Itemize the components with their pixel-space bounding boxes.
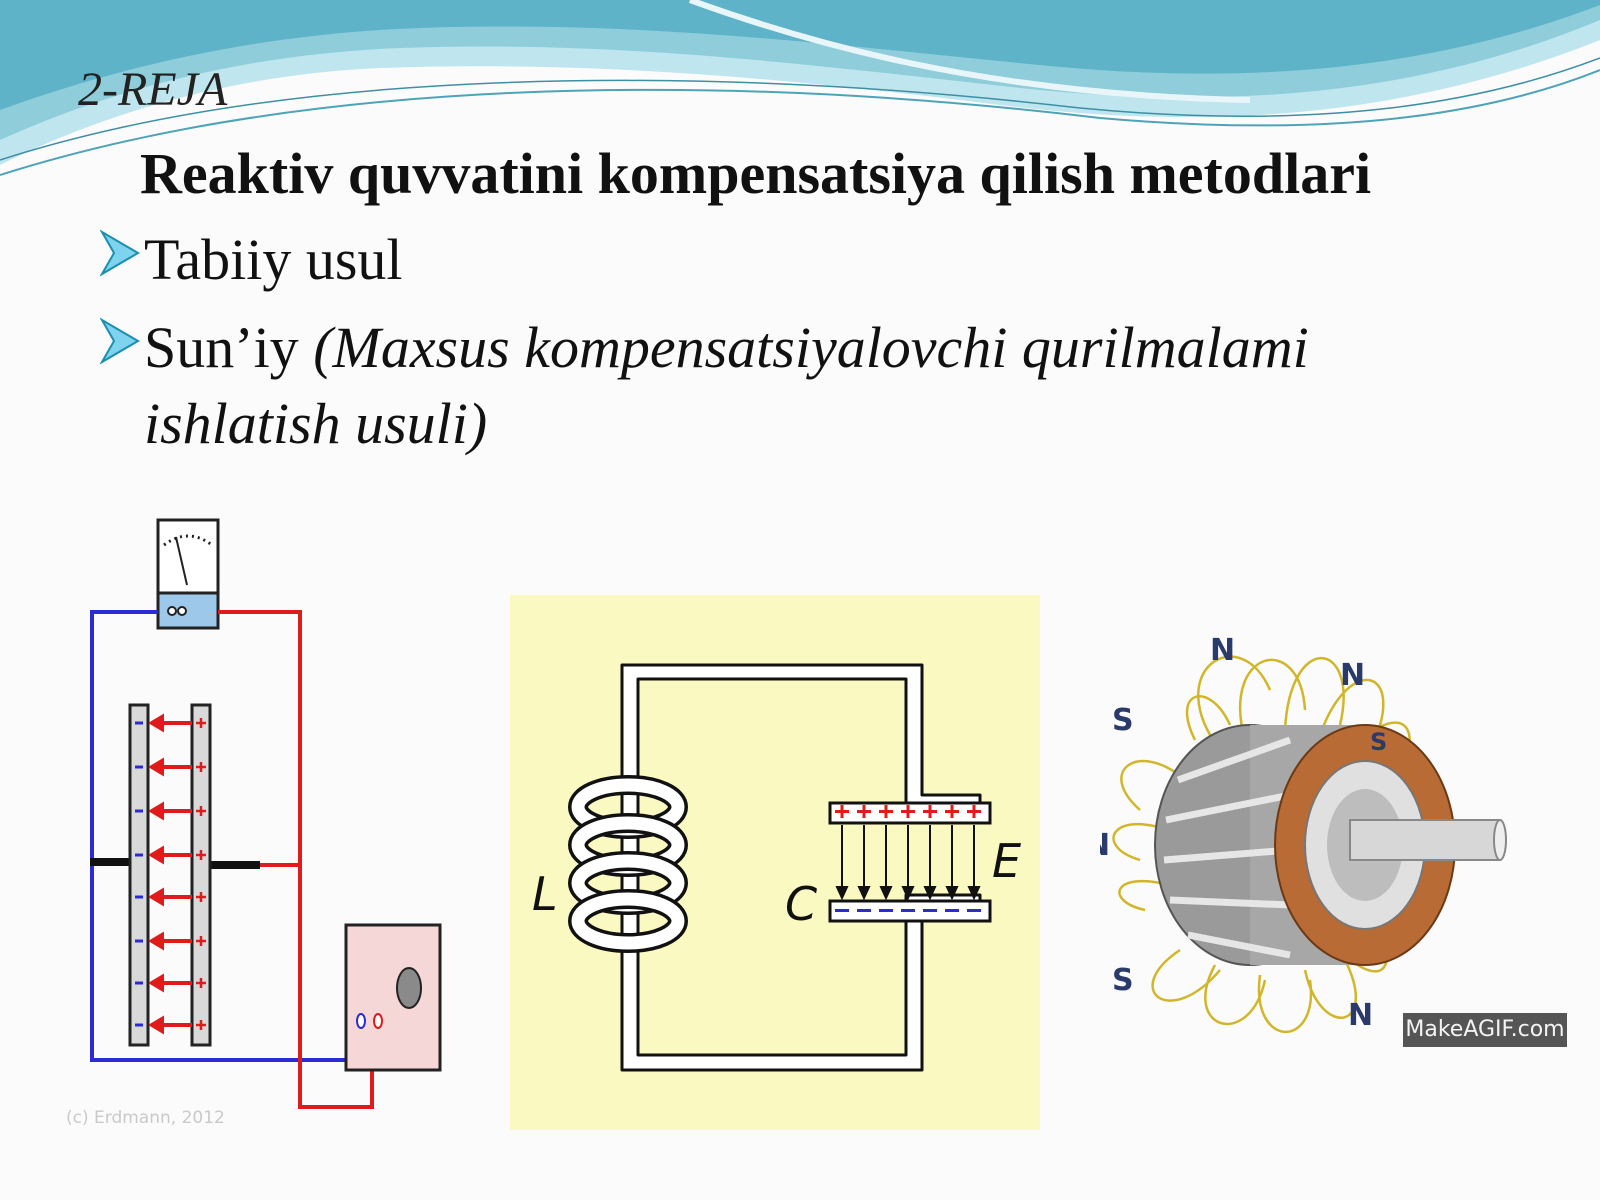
arrow-bullet-icon	[100, 229, 140, 277]
capacitor-label: C	[785, 877, 817, 931]
capacitor-plates	[828, 801, 992, 923]
bullet-text-plain: Sun’iy	[144, 315, 314, 380]
capacitor-circuit-figure	[90, 518, 442, 1109]
pole-label: N	[1348, 998, 1373, 1033]
bullet-text-italic: (Maxsus kompensatsiyalovchi qurilmalami	[313, 315, 1309, 380]
watermark-badge: MakeAGIF.com	[1403, 1013, 1567, 1047]
rotor-body	[1154, 724, 1507, 966]
slide-title: Reaktiv quvvatini kompensatsiya qilish m…	[140, 141, 1372, 206]
pole-label: S	[1112, 963, 1134, 998]
rotor-magnetic-field-figure: N N S S N S N	[1100, 633, 1507, 1034]
inductor-label: L	[532, 867, 558, 921]
bullet-text: Sun’iy (Maxsus kompensatsiyalovchi quril…	[144, 310, 1309, 462]
lc-circuit-figure: L C E	[510, 595, 1040, 1130]
bullet-text: Tabiiy usul	[144, 227, 403, 292]
pole-label: N	[1210, 633, 1235, 668]
image-credit: (c) Erdmann, 2012	[66, 1108, 225, 1128]
pole-label: S	[1370, 728, 1387, 756]
power-source-icon	[344, 923, 442, 1072]
meter-icon	[156, 518, 220, 630]
electric-field-label: E	[992, 834, 1021, 888]
header-wave-decoration	[0, 0, 1600, 176]
pole-label: N	[1340, 658, 1365, 693]
pole-label: N	[1100, 828, 1110, 863]
slide-label: 2-REJA	[78, 63, 228, 116]
field-arrows	[135, 713, 206, 1035]
pole-label: S	[1112, 703, 1134, 738]
inductor-coil-icon	[568, 775, 688, 953]
bullet-text-italic-cont: ishlatish usuli)	[144, 391, 488, 456]
arrow-bullet-icon	[100, 317, 140, 365]
